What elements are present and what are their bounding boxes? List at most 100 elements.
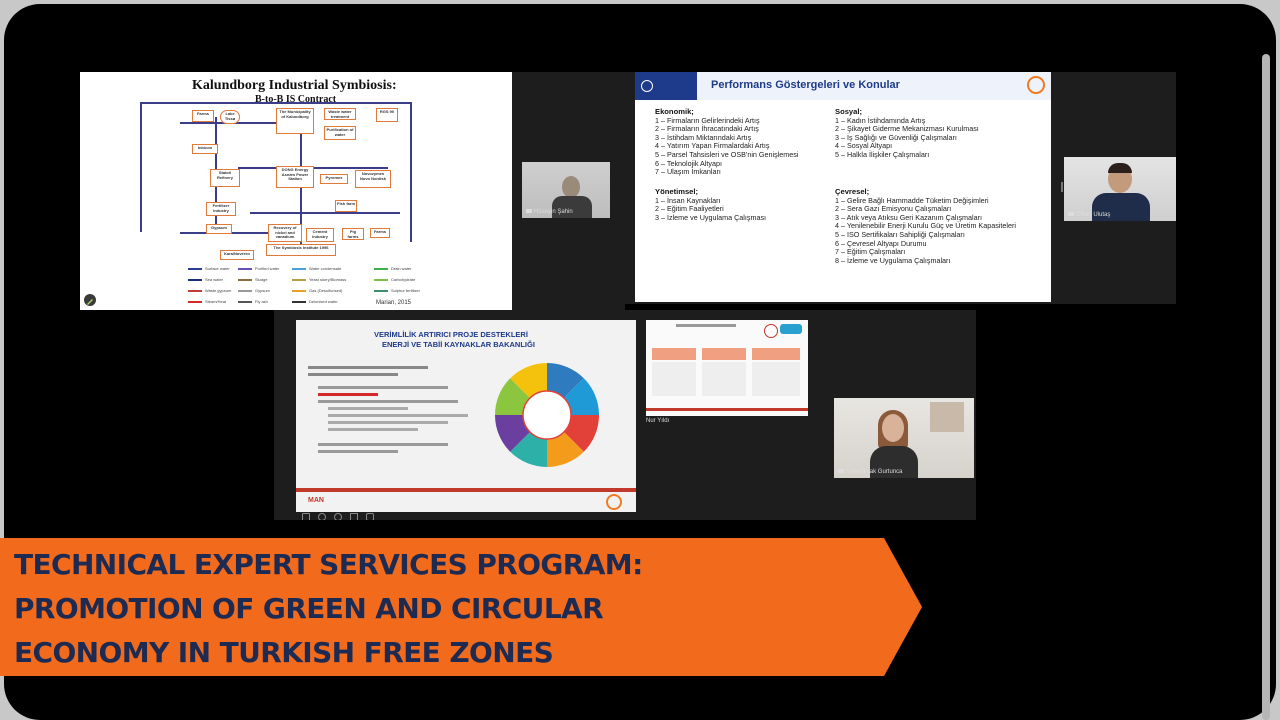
list-item: 4 – Yenilenebilir Enerji Kurulu Güç ve Ü… <box>835 221 1016 231</box>
participant-tile-left[interactable]: Hüseyin Şahin <box>512 72 625 310</box>
frame-edge-highlight <box>1262 54 1270 720</box>
mini-slide-block <box>702 348 746 360</box>
participant-name: Hüseyin Şahin <box>526 209 573 215</box>
banner-line-1: TECHNICAL EXPERT SERVICES PROGRAM: <box>14 548 643 581</box>
presenter-toolbar[interactable] <box>302 513 392 520</box>
slide-title: Kalundborg Industrial Symbiosis: <box>192 78 397 93</box>
list-item: 7 – Ulaşım İmkanları <box>655 167 721 177</box>
shared-screen-kalundborg[interactable]: Kalundborg Industrial Symbiosis: B-to-B … <box>80 72 512 310</box>
list-item: 6 – Çevresel Altyapı Durumu <box>835 238 927 248</box>
node-fertilizer: Fertilizer industry <box>206 202 236 216</box>
node-waste-water: Waste water treatment <box>324 108 356 120</box>
mini-slide-block <box>652 348 696 360</box>
participant-body <box>552 196 592 218</box>
text-line <box>318 400 458 403</box>
footer-stripe <box>296 488 636 492</box>
legend-item: Deionised water <box>292 299 338 304</box>
text-line <box>328 428 418 431</box>
mini-slide-panel <box>652 362 696 396</box>
slide-text-block <box>308 362 478 462</box>
shared-screen-verimlilik[interactable]: VERİMLİLİK ARTIRICI PROJE DESTEKLERİ ENE… <box>274 310 640 520</box>
slide-credit: Marian, 2015 <box>376 300 412 306</box>
list-item: 5 – Parsel Tahsisleri ve OSB'nin Genişle… <box>655 149 799 159</box>
legend-item: Surface water <box>188 266 230 271</box>
node-inbicon: Inbicon <box>192 144 218 154</box>
ekonomik-list: Ekonomik; 1 – Firmaların Gelirlerindeki … <box>655 107 799 177</box>
list-item: 1 – İnsan Kaynakları <box>655 195 721 205</box>
text-line <box>318 443 448 446</box>
pen-icon[interactable] <box>302 513 310 520</box>
participant-tile-middle[interactable]: Nur Yıldı <box>640 310 808 520</box>
legend-item: Waste gypsum <box>188 288 231 293</box>
zoom-icon[interactable] <box>334 513 342 520</box>
legend-item: Fly ash <box>238 299 268 304</box>
list-item: 2 – Şikayet Giderme Mekanizması Kurulmas… <box>835 124 979 134</box>
participant-tile-bottom-right[interactable]: Tuba Bulak Gurtunca <box>808 310 976 520</box>
list-item: 5 – Halkla İlişkiler Çalışmaları <box>835 149 930 159</box>
signal-icon <box>1068 212 1074 217</box>
node-lake-tisso: Lake Tissø <box>220 110 240 124</box>
mini-slide-logo-icon <box>764 324 778 338</box>
legend-item: Water condensate <box>292 266 341 271</box>
mini-slide-logo-icon <box>780 324 802 334</box>
node-rgs90: RGS 90 <box>376 108 398 122</box>
participant-video: Hüseyin Şahin <box>522 162 610 218</box>
list-item: 6 – Teknolojik Altyapı <box>655 158 722 168</box>
diagram-line <box>250 212 400 214</box>
node-kara-noveren: Kara/Noveren <box>220 250 254 260</box>
diagram-line <box>410 102 412 242</box>
node-cement: Cement industry <box>306 228 334 242</box>
slide-title-line2: ENERJİ VE TABİİ KAYNAKLAR BAKANLIĞI <box>382 340 535 349</box>
scroll-handle[interactable] <box>1061 182 1063 192</box>
text-line <box>318 393 378 396</box>
shared-screen-performans[interactable]: Performans Göstergeleri ve Konular Ekono… <box>625 72 1176 304</box>
list-item: 3 – İstihdam Miktarındaki Artış <box>655 132 752 142</box>
node-symbiosis-institute: The Symbiosis Institute 1996 <box>266 244 336 256</box>
verimlilik-slide: VERİMLİLİK ARTIRICI PROJE DESTEKLERİ ENE… <box>296 320 636 512</box>
yonetimsel-list: Yönetimsel; 1 – İnsan Kaynakları 2 – Eği… <box>655 187 766 222</box>
diagram-line <box>140 102 142 232</box>
diagram-line <box>300 132 302 252</box>
diagram-line <box>180 232 300 234</box>
sosyal-list: Sosyal; 1 – Kadın İstihdamında Artış 2 –… <box>835 107 979 160</box>
diagram-line <box>140 102 410 104</box>
legend-item: Yeast slurry/Biomass <box>292 277 346 282</box>
text-line <box>318 450 398 453</box>
text-line <box>328 414 468 417</box>
performans-slide: Performans Göstergeleri ve Konular Ekono… <box>635 72 1051 302</box>
legend-item: Gypsum <box>238 288 270 293</box>
pen-tool-icon[interactable] <box>84 294 96 306</box>
participant-body <box>870 446 918 478</box>
signal-icon <box>526 209 532 214</box>
circular-wheel-graphic <box>494 362 600 468</box>
more-icon[interactable] <box>366 513 374 520</box>
list-item: 3 – Atık veya Atıksu Geri Kazanım Çalışm… <box>835 212 983 222</box>
list-item: 7 – Eğitim Çalışmaları <box>835 247 906 257</box>
text-line <box>328 421 448 424</box>
list-item: 4 – Sosyal Altyapı <box>835 141 893 151</box>
participant-tile-right[interactable]: Cihan Ulutaş <box>1064 157 1176 221</box>
laser-icon[interactable] <box>318 513 326 520</box>
node-farms: Farms <box>192 110 214 122</box>
participant-name: Nur Yıldı <box>646 418 670 424</box>
text-line <box>318 386 448 389</box>
text-line <box>328 407 408 410</box>
legend-item: Carbohydrate <box>374 277 415 282</box>
title-banner <box>0 538 922 676</box>
node-pig-farms: Pig farms <box>342 228 364 240</box>
yonetimsel-heading: Yönetimsel; <box>655 187 699 196</box>
slide-title: Performans Göstergeleri ve Konular <box>711 79 900 91</box>
list-item: 2 – Firmaların İhracatındaki Artış <box>655 124 759 134</box>
node-farms-2: Farms <box>370 228 390 238</box>
subtitle-icon[interactable] <box>350 513 358 520</box>
legend-item: Sludge <box>238 277 267 282</box>
participant-name: Cihan Ulutaş <box>1068 212 1110 218</box>
legend-item: Purified water <box>238 266 279 271</box>
mini-slide-title-line <box>676 324 736 327</box>
osb-logo-icon <box>1027 76 1045 94</box>
list-item: 2 – Eğitim Faaliyetleri <box>655 204 724 214</box>
list-item: 1 – Firmaların Gelirlerindeki Artış <box>655 115 760 125</box>
node-novozymes: Novozymes Novo Nordisk <box>355 170 391 188</box>
node-statoil: Statoil Refinery <box>210 169 240 187</box>
list-item: 4 – Yatırım Yapan Firmalardaki Artış <box>655 141 770 151</box>
